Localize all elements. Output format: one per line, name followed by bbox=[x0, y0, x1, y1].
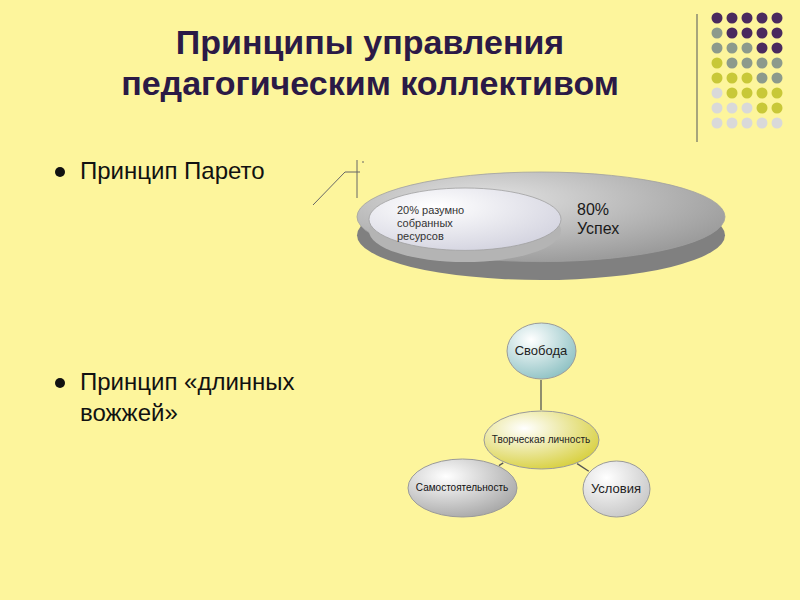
bullet bbox=[55, 378, 65, 388]
dot bbox=[712, 28, 723, 39]
dot bbox=[772, 13, 783, 24]
dot-grid bbox=[712, 13, 783, 129]
node-text: Творческая личность bbox=[483, 434, 600, 446]
dot bbox=[772, 43, 783, 54]
dot bbox=[742, 88, 753, 99]
dot bbox=[727, 88, 738, 99]
dot bbox=[727, 118, 738, 129]
node-text: Условия bbox=[582, 481, 651, 497]
connector-line bbox=[499, 463, 503, 466]
disk-top bbox=[357, 172, 725, 262]
dot bbox=[712, 73, 723, 84]
dot bbox=[727, 103, 738, 114]
dot bbox=[727, 58, 738, 69]
dot bbox=[742, 28, 753, 39]
dot bbox=[742, 118, 753, 129]
circle-node: Свобода bbox=[506, 322, 577, 380]
dot bbox=[742, 58, 753, 69]
bullet bbox=[55, 167, 65, 177]
dot bbox=[712, 43, 723, 54]
leader-mark bbox=[313, 160, 364, 205]
dot bbox=[727, 28, 738, 39]
center-circle: Творческая личность bbox=[483, 410, 600, 470]
inner-ellipse: 20% разумно собранных ресурсов bbox=[367, 186, 563, 264]
dot bbox=[727, 43, 738, 54]
bullet-text: Принцип Парето bbox=[80, 155, 340, 186]
dot bbox=[772, 88, 783, 99]
dot bbox=[772, 118, 783, 129]
node-text: 80% Успех bbox=[577, 200, 647, 238]
dot bbox=[757, 58, 768, 69]
node-outline bbox=[367, 186, 563, 264]
divider-line bbox=[696, 14, 698, 142]
node-text: Свобода bbox=[506, 343, 577, 359]
dot bbox=[727, 13, 738, 24]
dot bbox=[757, 43, 768, 54]
dot bbox=[742, 73, 753, 84]
circle-node: Самостоятельность bbox=[407, 458, 518, 518]
dot bbox=[712, 118, 723, 129]
connector-line bbox=[540, 380, 541, 410]
dot bbox=[742, 13, 753, 24]
dot bbox=[757, 103, 768, 114]
dot bbox=[772, 28, 783, 39]
dot bbox=[772, 103, 783, 114]
circle-outline bbox=[507, 323, 576, 379]
circle-outline bbox=[408, 459, 517, 517]
node-text: 20% разумно собранных ресурсов bbox=[397, 204, 492, 244]
dot bbox=[757, 73, 768, 84]
dot bbox=[757, 28, 768, 39]
dot bbox=[757, 13, 768, 24]
connector-line bbox=[577, 464, 589, 472]
outer-ellipse: 80% Успех 20% разумно собранных ресурсов bbox=[355, 170, 727, 282]
dot bbox=[742, 43, 753, 54]
dot bbox=[757, 88, 768, 99]
dot bbox=[757, 118, 768, 129]
disk-top bbox=[369, 188, 561, 250]
dot bbox=[712, 13, 723, 24]
dot bbox=[712, 103, 723, 114]
circle-outline bbox=[583, 461, 650, 517]
dot bbox=[772, 58, 783, 69]
slide-title: Принципы управления педагогическим колле… bbox=[40, 22, 700, 105]
dot bbox=[772, 73, 783, 84]
dot bbox=[712, 58, 723, 69]
node-text: Самостоятельность bbox=[407, 482, 518, 494]
dot bbox=[742, 103, 753, 114]
dot bbox=[727, 73, 738, 84]
circle-outline bbox=[484, 411, 599, 469]
circle-node: Условия bbox=[582, 460, 651, 518]
bullet-text: Принцип «длинных вожжей» bbox=[80, 366, 350, 428]
dot bbox=[712, 88, 723, 99]
